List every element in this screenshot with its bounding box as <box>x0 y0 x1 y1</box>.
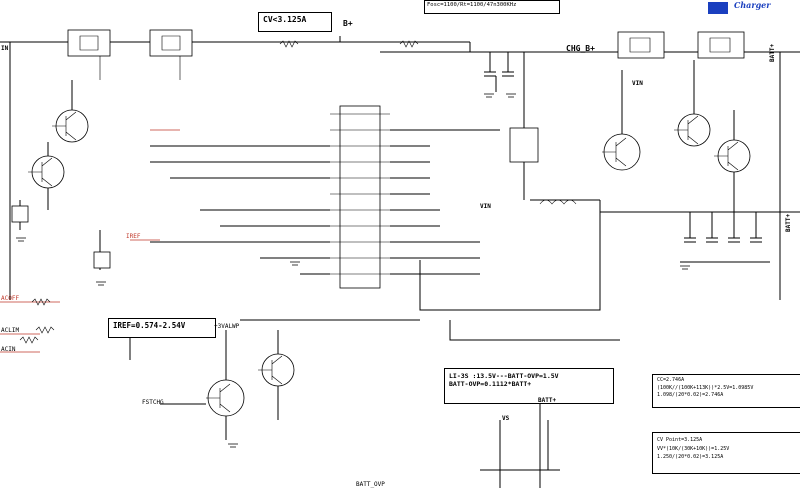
net-aclim: ACLIM <box>1 327 20 334</box>
cv-current-note: CV<3.125A <box>258 12 332 32</box>
net-iref: IREF <box>126 233 141 240</box>
iref-note: IREF=0.574-2.54V <box>108 318 216 338</box>
cv-point-note-line2: VV*(10K/(30K+10K))=1.25V <box>657 445 730 452</box>
net-3valwp: +3VALWP <box>214 323 240 330</box>
cc-note-line3: 1.098/(20*0.02)=2.746A <box>657 392 724 398</box>
net-b-plus: B+ <box>343 19 353 28</box>
charger-title: Charger <box>734 0 771 10</box>
cv-point-note-line1: CV Point=3.125A <box>657 437 703 443</box>
oscillator-note: Fosc=1100/Rt=1100/47n300KHz <box>424 0 560 14</box>
cc-note-line1: CC=2.746A <box>657 377 685 383</box>
net-acoff: ACOFF <box>1 295 20 302</box>
net-fstchg: FSTCHG <box>142 399 164 406</box>
cc-note-line2: (100K//(100K+113K))*2.5V=1.0985V <box>657 384 754 391</box>
oscillator-note-text: Fosc=1100/Rt=1100/47n300KHz <box>427 2 517 8</box>
net-batt-plus-bottom: BATT+ <box>538 397 557 404</box>
ovp-note: LI-3S :13.5V---BATT-OVP=1.5V BATT-OVP=0.… <box>444 368 614 404</box>
net-vin-right: VIN <box>632 80 643 87</box>
cv-point-note: CV Point=3.125A VV*(10K/(30K+10K))=1.25V… <box>652 432 800 474</box>
ovp-note-line2: BATT-OVP=0.1112*BATT+ <box>449 380 532 389</box>
cv-point-note-line3: 1.250/(20*0.02)=3.125A <box>657 454 724 460</box>
net-vin-left: IN <box>1 45 9 52</box>
net-batt-plus-top: BATT+ <box>769 43 776 62</box>
ovp-note-line1: LI-3S :13.5V---BATT-OVP=1.5V <box>449 372 559 380</box>
cv-current-text: CV<3.125A <box>263 15 307 24</box>
net-acin: ACIN <box>1 346 16 353</box>
net-vin-mid: VIN <box>480 203 491 210</box>
net-batt-ovp: BATT_OVP <box>356 481 385 488</box>
net-vs: VS <box>502 415 510 422</box>
net-chg-b-plus: CHG_B+ <box>566 44 595 53</box>
net-batt-plus-right: BATT+ <box>785 213 792 232</box>
iref-note-text: IREF=0.574-2.54V <box>113 321 186 330</box>
cc-note: CC=2.746A (100K//(100K+113K))*2.5V=1.098… <box>652 374 800 408</box>
